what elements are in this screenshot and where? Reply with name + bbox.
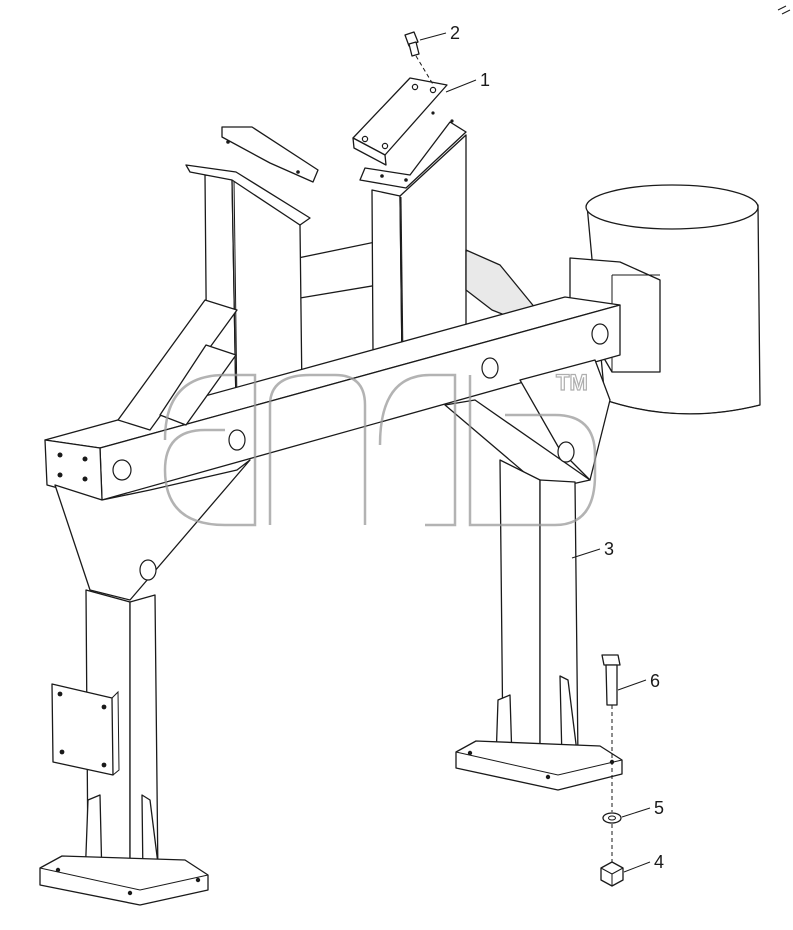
callout-5: 5	[654, 798, 664, 818]
left-upright	[185, 164, 311, 406]
callout-2: 2	[450, 23, 460, 43]
callout-1: 1	[480, 70, 490, 90]
clamp-plate-1	[352, 77, 454, 166]
washer-5	[602, 812, 622, 862]
watermark-tm: TM	[556, 370, 588, 395]
left-braces	[54, 299, 251, 601]
callout-3: 3	[604, 539, 614, 559]
callout-6: 6	[650, 671, 660, 691]
right-braces	[444, 359, 611, 491]
left-leg	[39, 589, 209, 906]
nut-4	[600, 861, 624, 887]
watermark: TM	[163, 369, 597, 527]
callout-4: 4	[654, 852, 664, 872]
screw-2	[404, 31, 435, 87]
right-leg	[455, 459, 623, 791]
saddle-plate-left	[221, 126, 319, 183]
bolt-6	[601, 654, 621, 812]
pipe-cylinder	[569, 184, 761, 415]
right-upright	[359, 121, 546, 361]
corner-mark	[777, 5, 791, 15]
leader-lines	[419, 32, 651, 873]
